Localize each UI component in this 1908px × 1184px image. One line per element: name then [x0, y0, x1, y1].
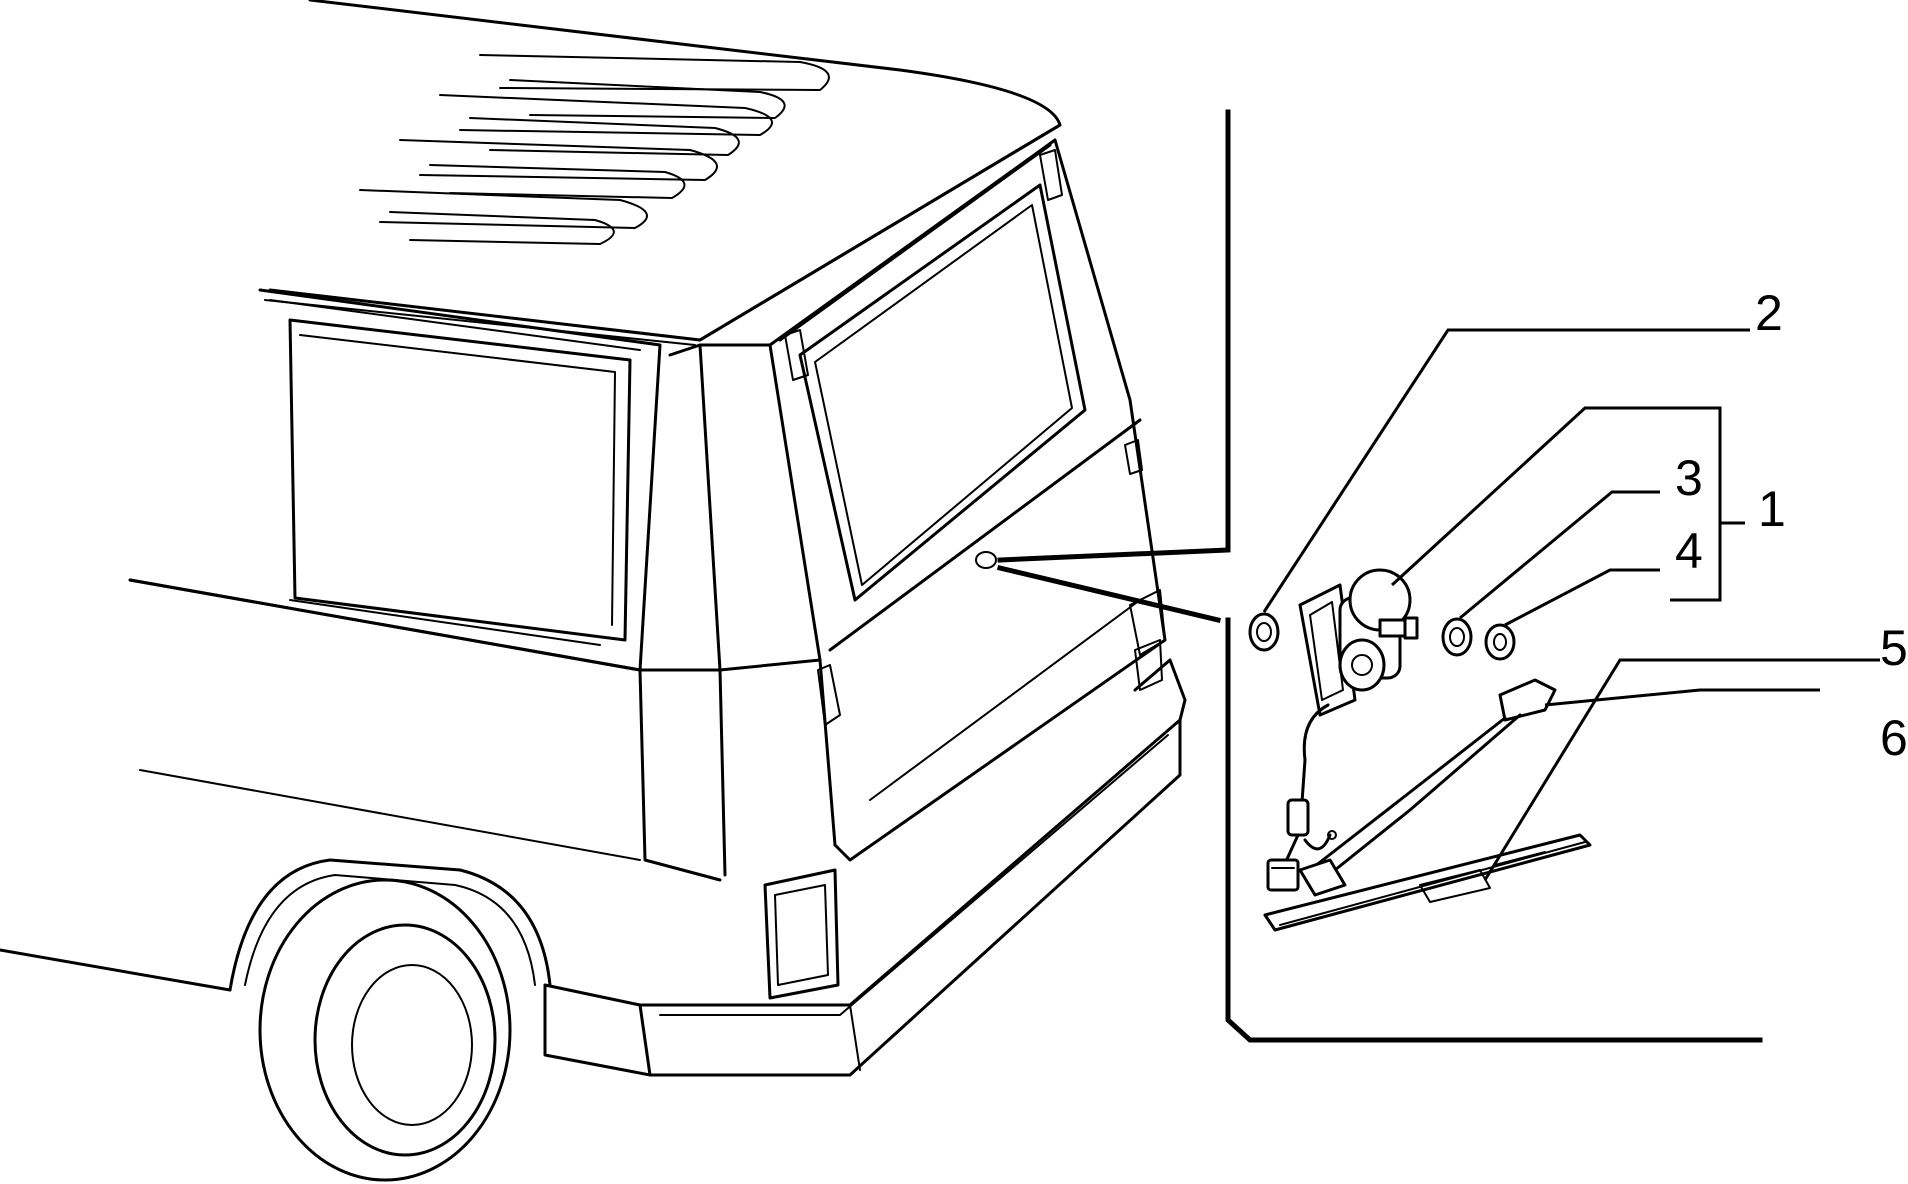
leader-lines [1262, 328, 1880, 881]
van-illustration [0, 0, 1187, 1182]
callout-6: 6 [1880, 710, 1908, 766]
callout-1: 1 [1758, 481, 1786, 537]
wiper-spindle-point [975, 551, 997, 569]
parts-group [1248, 568, 1592, 932]
part-3-washer [1441, 617, 1473, 657]
callout-labels: 1 2 3 4 5 6 [1675, 285, 1908, 766]
callout-3: 3 [1675, 450, 1703, 506]
part-5-wiper-blade [1263, 833, 1592, 932]
part-2-washer [1248, 612, 1280, 652]
van-rear-pillar [638, 343, 841, 882]
part-4-nut [1484, 623, 1516, 661]
callout-4: 4 [1675, 523, 1703, 579]
van-roof [264, 0, 1062, 346]
van-tail-light [763, 868, 840, 1000]
van-side-panel [0, 288, 662, 992]
detail-bracket-frame [996, 109, 1763, 1043]
callout-5: 5 [1880, 620, 1908, 676]
van-rear-wheel [228, 858, 552, 1182]
callout-2: 2 [1755, 285, 1783, 341]
van-rear-door [768, 138, 1167, 862]
van-rear-bumper [543, 658, 1187, 1077]
part-1-wiper-motor [1266, 568, 1419, 892]
part-6-wiper-arm [1298, 678, 1557, 897]
